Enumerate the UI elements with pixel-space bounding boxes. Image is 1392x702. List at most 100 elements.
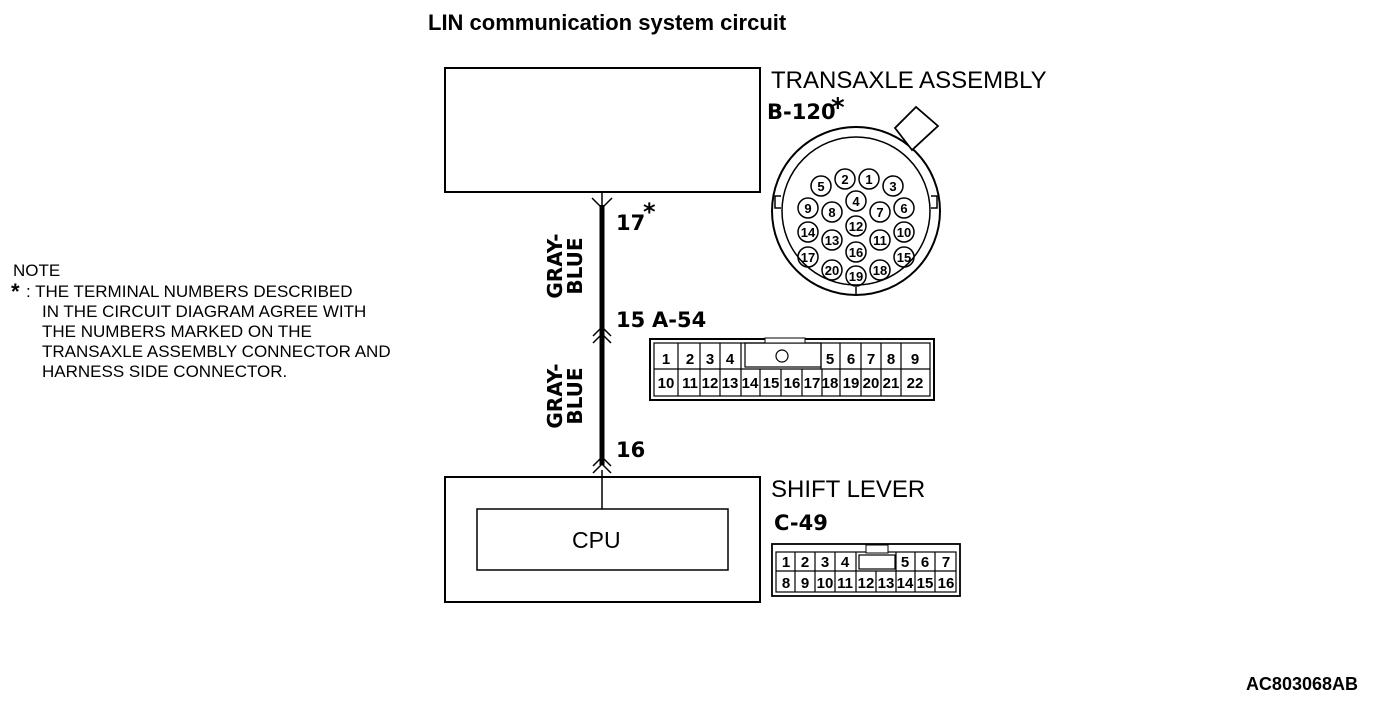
note-line-1: : THE TERMINAL NUMBERS DESCRIBED bbox=[26, 282, 353, 301]
b120-pin-6 bbox=[893, 197, 915, 219]
a54-pin-12: 12 bbox=[702, 375, 719, 392]
a54-pin-11: 11 bbox=[682, 375, 698, 392]
b120-pin-16 bbox=[845, 241, 867, 263]
b120-pin-label-17: 17 bbox=[801, 250, 815, 265]
b120-pin-14 bbox=[797, 221, 819, 243]
b120-pin-label-11: 11 bbox=[873, 233, 887, 248]
wire-color-upper-line2: BLUE bbox=[563, 237, 587, 295]
a54-pin-6: 6 bbox=[847, 351, 855, 368]
a54-pin-2: 2 bbox=[686, 351, 694, 368]
a54-pin-1: 1 bbox=[662, 351, 670, 368]
terminal-15: 15 bbox=[616, 308, 646, 332]
lin-wire bbox=[591, 192, 613, 509]
a54-pin-8: 8 bbox=[887, 351, 895, 368]
a54-pin-16: 16 bbox=[784, 375, 801, 392]
b120-pin-5 bbox=[810, 175, 832, 197]
b120-pin-19 bbox=[845, 265, 867, 287]
transaxle-assembly-box bbox=[444, 67, 761, 193]
page-title: LIN communication system circuit bbox=[428, 10, 787, 35]
b120-pin-20 bbox=[821, 259, 843, 281]
b120-pin-label-1: 1 bbox=[865, 172, 872, 187]
b120-pin-15 bbox=[893, 246, 915, 268]
b120-asterisk: * bbox=[831, 93, 845, 123]
a54-connector-label: A-54 bbox=[652, 308, 707, 332]
c49-pin-12: 12 bbox=[858, 575, 875, 592]
b120-pin-label-13: 13 bbox=[825, 233, 839, 248]
b120-pin-17 bbox=[797, 246, 819, 268]
a54-pin-3: 3 bbox=[706, 351, 714, 368]
c49-pin-14: 14 bbox=[897, 575, 914, 592]
wire-color-lower-line2: BLUE bbox=[563, 367, 587, 425]
a54-pin-9: 9 bbox=[911, 351, 919, 368]
c49-pin-1: 1 bbox=[782, 554, 790, 571]
note-heading: NOTE bbox=[13, 261, 61, 280]
b120-pin-13 bbox=[821, 229, 843, 251]
c49-pin-9: 9 bbox=[801, 575, 809, 592]
b120-pin-label-12: 12 bbox=[849, 219, 863, 234]
a54-pin-14: 14 bbox=[742, 375, 759, 392]
c49-pin-3: 3 bbox=[821, 554, 829, 571]
b120-pin-4 bbox=[845, 190, 867, 212]
terminal-17-asterisk: * bbox=[643, 198, 656, 226]
c49-pin-16: 16 bbox=[938, 575, 955, 592]
b120-pin-9 bbox=[797, 197, 819, 219]
a54-pin-22: 22 bbox=[907, 375, 924, 392]
b120-pin-label-8: 8 bbox=[828, 205, 835, 220]
note-line-4: TRANSAXLE ASSEMBLY CONNECTOR AND bbox=[42, 342, 391, 361]
b120-pin-label-9: 9 bbox=[804, 201, 811, 216]
b120-pin-1 bbox=[858, 168, 880, 190]
terminal-16: 16 bbox=[616, 438, 646, 462]
wire-color-upper-line1: GRAY- bbox=[543, 233, 567, 299]
b120-pin-label-16: 16 bbox=[849, 245, 863, 260]
terminal-17: 17 bbox=[616, 211, 646, 235]
a54-pin-15: 15 bbox=[763, 375, 780, 392]
c49-pin-10: 10 bbox=[817, 575, 834, 592]
a54-pin-4: 4 bbox=[726, 351, 735, 368]
b120-pin-3 bbox=[882, 175, 904, 197]
b120-pin-label-2: 2 bbox=[841, 172, 848, 187]
b120-pin-12 bbox=[845, 215, 867, 237]
b120-pin-2 bbox=[834, 168, 856, 190]
b120-pin-8 bbox=[821, 201, 843, 223]
transaxle-assembly-label: TRANSAXLE ASSEMBLY bbox=[771, 67, 1047, 94]
c49-pin-5: 5 bbox=[901, 554, 909, 571]
b120-pin-label-10: 10 bbox=[897, 225, 911, 240]
b120-pin-label-6: 6 bbox=[900, 201, 907, 216]
figure-id: AC803068AB bbox=[1245, 674, 1358, 694]
a54-pin-18: 18 bbox=[822, 375, 839, 392]
wire-color-lower: GRAY- BLUE bbox=[543, 356, 587, 436]
note-line-2: IN THE CIRCUIT DIAGRAM AGREE WITH bbox=[42, 302, 367, 321]
b120-pin-label-3: 3 bbox=[889, 179, 896, 194]
b120-connector-label: B-120 bbox=[767, 100, 836, 124]
b120-pin-18 bbox=[869, 259, 891, 281]
note-line-3: THE NUMBERS MARKED ON THE bbox=[42, 322, 312, 341]
b120-pin-label-20: 20 bbox=[825, 263, 839, 278]
wire-color-lower-line1: GRAY- bbox=[543, 363, 567, 429]
a54-pin-10: 10 bbox=[658, 375, 675, 392]
a54-pin-7: 7 bbox=[867, 351, 875, 368]
b120-pin-11 bbox=[869, 229, 891, 251]
c49-pin-4: 4 bbox=[841, 554, 850, 571]
shift-lever-label: SHIFT LEVER bbox=[771, 476, 926, 503]
a54-pin-5: 5 bbox=[826, 351, 834, 368]
c49-pin-7: 7 bbox=[942, 554, 950, 571]
wire-color-upper: GRAY- BLUE bbox=[543, 226, 587, 306]
b120-pin-label-14: 14 bbox=[801, 225, 816, 240]
b120-pin-label-18: 18 bbox=[873, 263, 887, 278]
b120-pin-label-7: 7 bbox=[876, 205, 883, 220]
c49-pin-2: 2 bbox=[801, 554, 809, 571]
a54-pin-13: 13 bbox=[722, 375, 739, 392]
a54-pin-17: 17 bbox=[804, 375, 821, 392]
c49-pin-15: 15 bbox=[917, 575, 934, 592]
a54-pin-19: 19 bbox=[843, 375, 860, 392]
note-asterisk: * bbox=[11, 279, 20, 304]
b120-pin-label-19: 19 bbox=[849, 269, 863, 284]
b120-pin-7 bbox=[869, 201, 891, 223]
b120-pin-10 bbox=[893, 221, 915, 243]
c49-pin-13: 13 bbox=[878, 575, 895, 592]
c49-pin-8: 8 bbox=[782, 575, 790, 592]
